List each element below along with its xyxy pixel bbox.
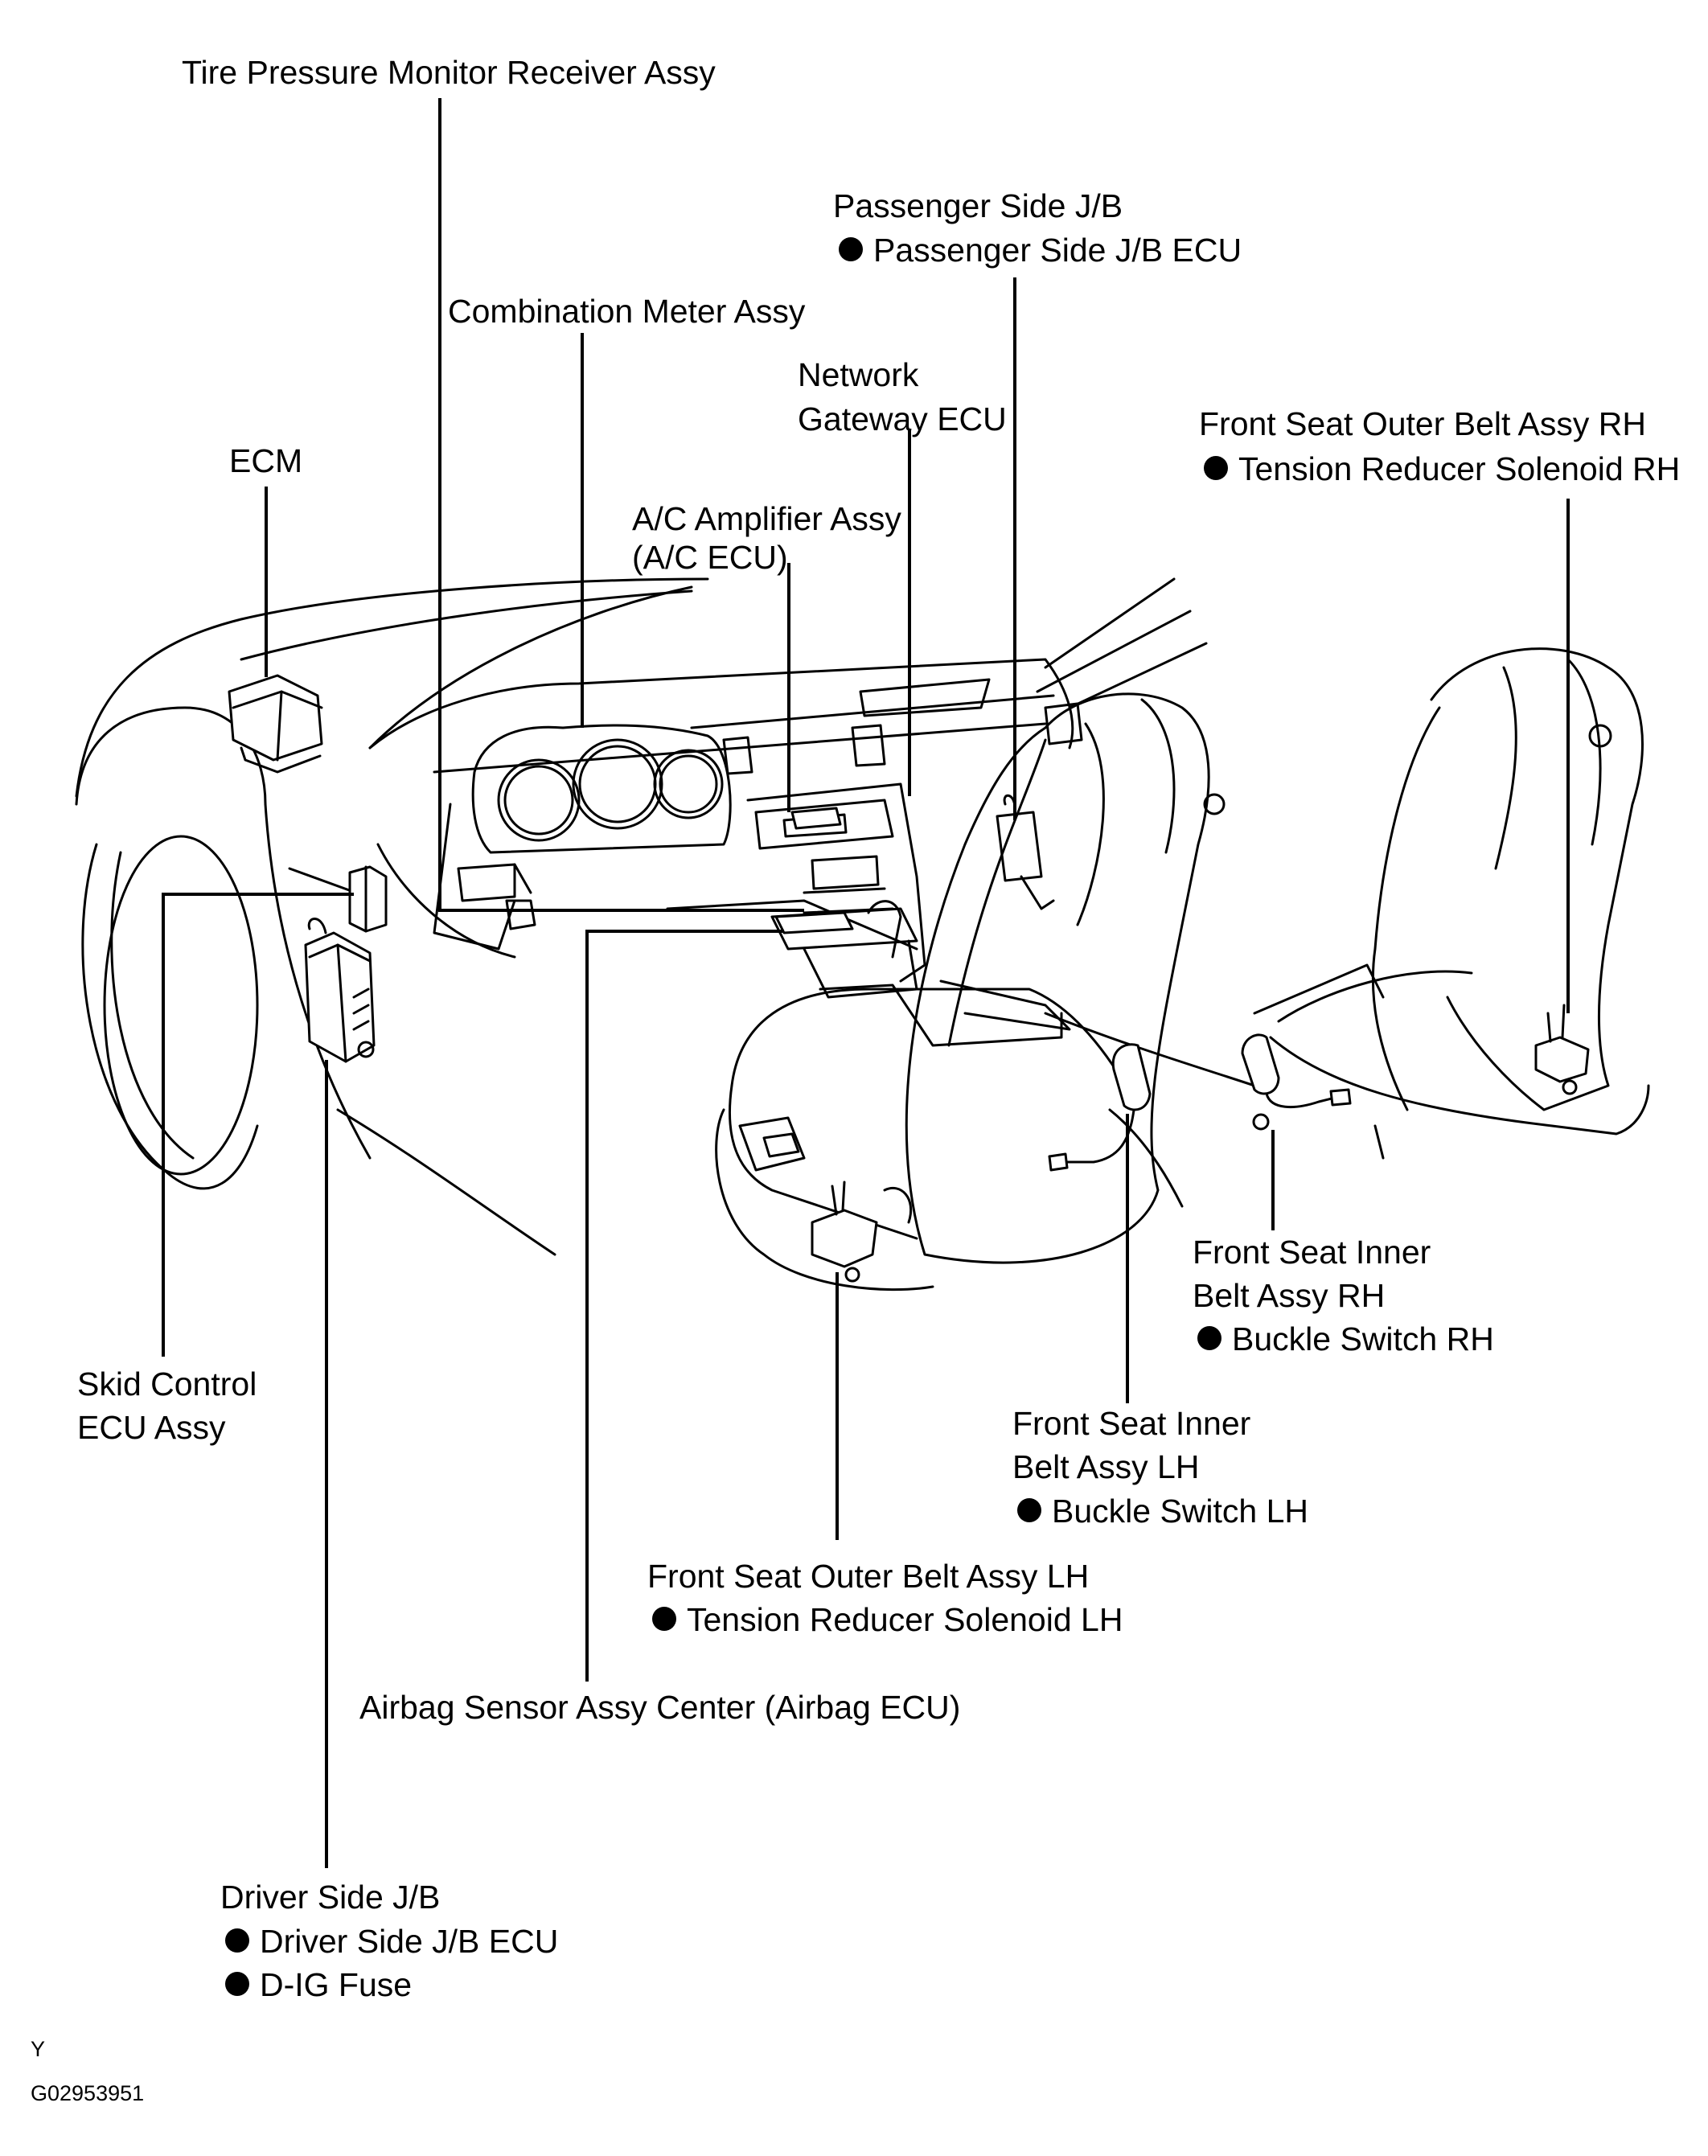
label-front-seat-outer-belt-rh: Front Seat Outer Belt Assy RH (1199, 405, 1646, 442)
passenger-side-jb (996, 794, 1055, 910)
ecm-module (228, 674, 323, 774)
label-ecu-assy: ECU Assy (77, 1409, 226, 1446)
label-tire-pressure-monitor: Tire Pressure Monitor Receiver Assy (182, 54, 716, 91)
inner-buckle-rh (1241, 1033, 1352, 1131)
leader-skid (162, 893, 354, 1357)
label-passenger-side-jb: Passenger Side J/B (833, 187, 1123, 224)
label-gateway-ecu: Gateway ECU (798, 400, 1007, 437)
inner-buckle-lh (1048, 1043, 1152, 1172)
passenger-seat (1253, 647, 1650, 1160)
driver-side-jb (304, 918, 376, 1063)
bullet-icon (652, 1607, 676, 1631)
label-passenger-side-jb-ecu: Passenger Side J/B ECU (873, 232, 1242, 269)
leader-airbag (585, 930, 784, 1682)
label-front-seat-outer-belt-lh: Front Seat Outer Belt Assy LH (647, 1558, 1089, 1595)
label-front-seat-inner-lh-1: Front Seat Inner (1012, 1405, 1250, 1442)
label-driver-side-jb-ecu: Driver Side J/B ECU (260, 1923, 558, 1960)
leader-lines (162, 98, 1570, 1868)
label-skid-control: Skid Control (77, 1365, 257, 1402)
driver-seat (715, 692, 1226, 1292)
bullet-icon (225, 1928, 249, 1953)
leader-tpms (438, 98, 804, 912)
front-wheel (75, 706, 267, 1190)
label-front-seat-inner-rh-2: Belt Assy RH (1193, 1277, 1385, 1314)
label-d-ig-fuse: D-IG Fuse (260, 1966, 412, 2003)
label-driver-side-jb: Driver Side J/B (220, 1879, 440, 1916)
bullet-icon (1017, 1498, 1041, 1522)
code-y: Y (31, 2037, 45, 2061)
bullet-icon (225, 1972, 249, 1996)
skid-control-ecu (348, 865, 388, 933)
code-number: G02953951 (31, 2081, 144, 2105)
labels: Tire Pressure Monitor Receiver Assy Pass… (31, 54, 1680, 2105)
label-ac-ecu: (A/C ECU) (632, 539, 788, 576)
center-console (939, 979, 1256, 1208)
bullet-icon (1204, 456, 1228, 480)
label-front-seat-inner-lh-2: Belt Assy LH (1012, 1448, 1199, 1485)
label-network: Network (798, 356, 919, 393)
label-ecm: ECM (229, 442, 302, 479)
label-front-seat-inner-rh-1: Front Seat Inner (1193, 1234, 1431, 1271)
center-stack (746, 782, 1063, 1047)
bullet-icon (1197, 1326, 1221, 1350)
label-buckle-switch-lh: Buckle Switch LH (1052, 1493, 1308, 1530)
label-combination-meter: Combination Meter Assy (448, 293, 806, 330)
combination-meter (457, 724, 732, 930)
car-interior-drawing (75, 577, 1650, 1292)
bullet-icon (839, 237, 863, 261)
label-tension-reducer-solenoid-rh: Tension Reducer Solenoid RH (1238, 450, 1680, 487)
label-ac-amplifier: A/C Amplifier Assy (632, 500, 901, 537)
label-airbag-sensor: Airbag Sensor Assy Center (Airbag ECU) (359, 1689, 960, 1726)
label-tension-reducer-solenoid-lh: Tension Reducer Solenoid LH (687, 1601, 1123, 1638)
airbag-ecu (774, 911, 854, 934)
dashboard (288, 577, 1208, 959)
ac-amplifier (790, 807, 842, 830)
label-buckle-switch-rh: Buckle Switch RH (1232, 1320, 1494, 1357)
hood-outline (75, 577, 709, 1256)
